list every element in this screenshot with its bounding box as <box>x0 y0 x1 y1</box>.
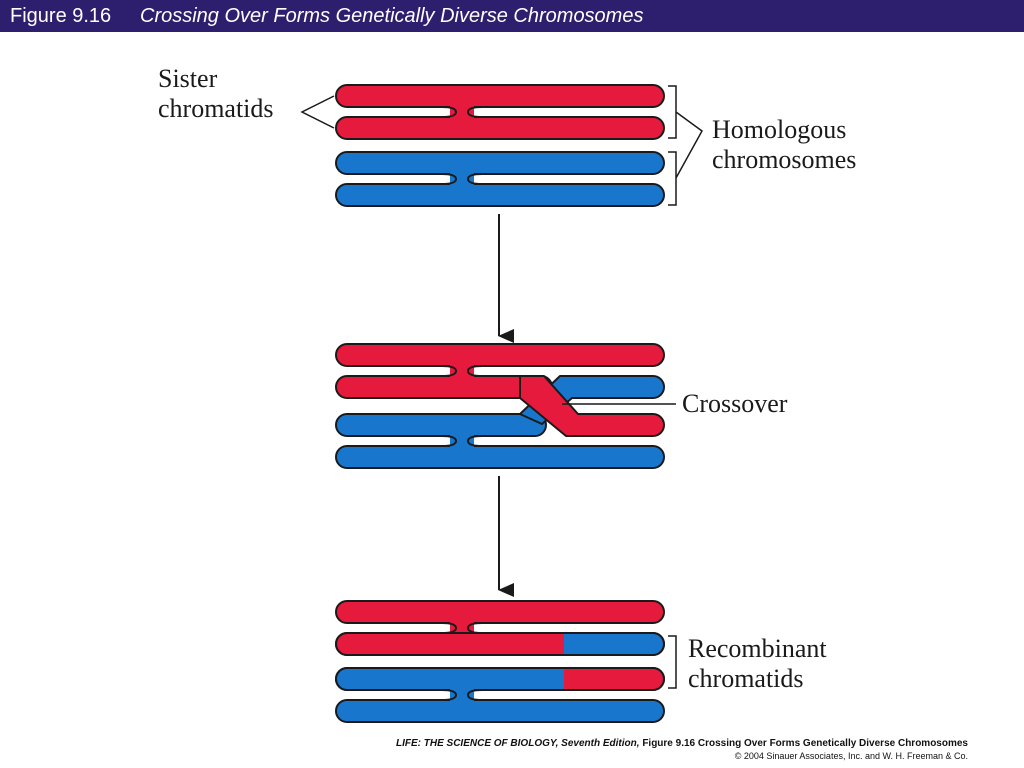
chromatid-red-2 <box>335 116 665 140</box>
centromere-blue <box>450 162 474 196</box>
recombinant-label-line1: Recombinant <box>688 634 827 663</box>
footer-book: LIFE: THE SCIENCE OF BIOLOGY, Seventh Ed… <box>395 738 640 749</box>
footer-copyright: © 2004 Sinauer Associates, Inc. and W. H… <box>734 751 968 761</box>
crossover-label-text: Crossover <box>682 389 788 418</box>
figure-number: Figure 9.16 <box>10 5 112 27</box>
homologous-chromosomes-label: Homologous chromosomes <box>712 115 856 175</box>
crossover-red-arm <box>519 375 665 437</box>
chromatid-blue-inner-left <box>335 413 547 437</box>
homologous-label-line1: Homologous <box>712 115 847 144</box>
footer-figure-caption: Figure 9.16 Crossing Over Forms Genetica… <box>642 738 968 749</box>
homologous-label-line2: chromosomes <box>712 145 857 174</box>
stage-recombinant <box>335 600 677 723</box>
blue-chromosome <box>335 151 665 207</box>
blue-chromosome-recombinant <box>335 667 665 723</box>
recombinant-label-line2: chromatids <box>688 664 804 693</box>
footer-caption: LIFE: THE SCIENCE OF BIOLOGY, Seventh Ed… <box>396 738 968 749</box>
stage-crossover <box>335 343 676 469</box>
stage-homologous <box>300 84 703 207</box>
figure-title: Crossing Over Forms Genetically Diverse … <box>140 5 644 27</box>
sister-label-line2: chromatids <box>158 94 274 123</box>
crossover-label: Crossover <box>682 389 787 419</box>
sister-label-line1: Sister <box>158 64 218 93</box>
centromere-red <box>450 95 474 129</box>
sister-chromatids-label: Sister chromatids <box>158 64 274 124</box>
sister-pointer <box>300 95 335 129</box>
recombinant-bracket <box>668 635 677 689</box>
homologous-bracket <box>668 85 703 206</box>
red-chromosome-recombinant <box>335 600 665 656</box>
recombinant-chromatids-label: Recombinant chromatids <box>688 634 827 694</box>
blue-chromosome-crossing <box>335 413 665 469</box>
chromatid-red-1 <box>335 84 665 108</box>
title-bar: Figure 9.16 Crossing Over Forms Genetica… <box>0 0 1024 32</box>
chromatid-blue-2 <box>335 183 665 207</box>
chromatid-blue-1 <box>335 151 665 175</box>
red-chromosome <box>335 84 665 140</box>
